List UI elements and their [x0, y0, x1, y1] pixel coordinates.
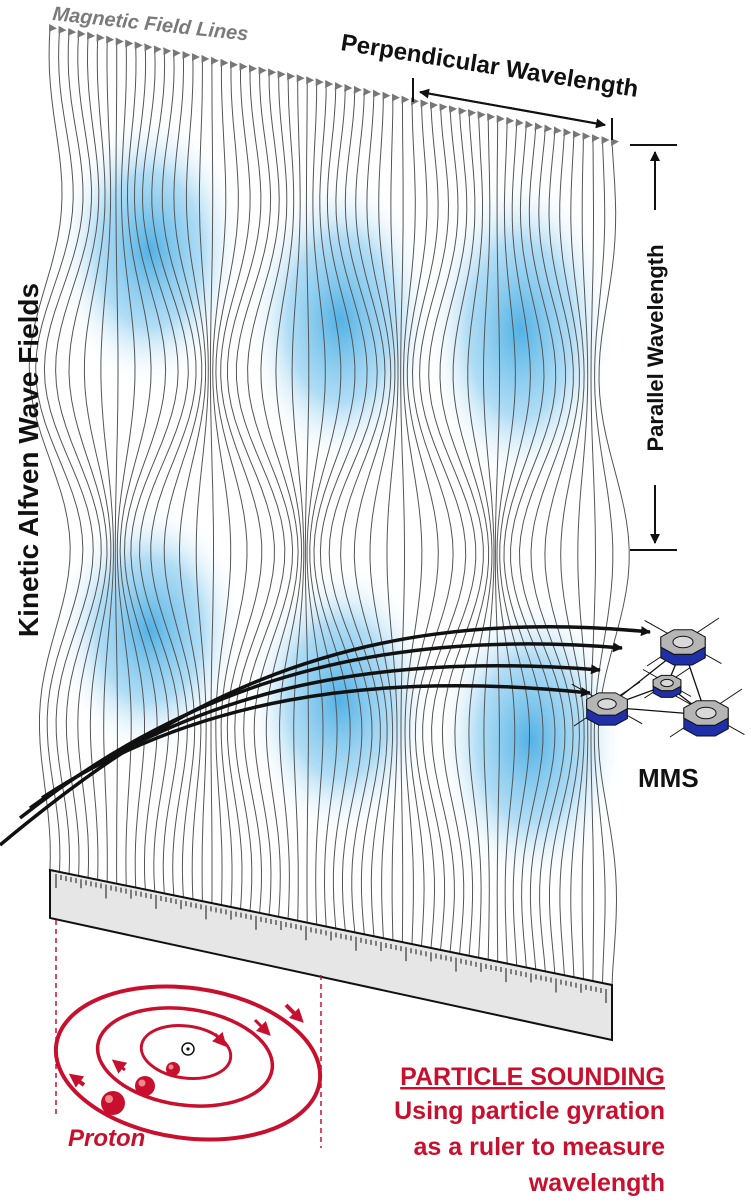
- field-line: [130, 45, 179, 892]
- field-line: [226, 64, 275, 911]
- field-line: [483, 112, 496, 960]
- field-line: [150, 49, 197, 896]
- field-line: [439, 107, 484, 954]
- field-line: [467, 110, 493, 958]
- field-line: [119, 41, 152, 888]
- field-line: [35, 25, 84, 872]
- field-line: [309, 79, 342, 927]
- parallel-wavelength-label: Parallel Wavelength: [643, 244, 668, 451]
- field-line: [494, 114, 505, 962]
- field-line: [428, 105, 477, 952]
- field-line: [340, 87, 386, 935]
- field-line: [275, 72, 303, 919]
- field-line: [403, 97, 423, 945]
- mms-spacecraft: [667, 688, 745, 738]
- field-line: [593, 136, 614, 984]
- particle-sounding-title: PARTICLE SOUNDING: [400, 1063, 665, 1091]
- caption-line-1: Using particle gyration: [394, 1097, 665, 1125]
- field-line: [406, 99, 439, 947]
- field-line: [195, 54, 210, 902]
- field-line: [499, 118, 531, 966]
- field-line: [510, 122, 557, 970]
- field-line: [123, 43, 167, 890]
- field-line: [100, 35, 115, 882]
- field-line: [163, 51, 203, 898]
- field-line: [212, 58, 232, 906]
- field-line: [590, 134, 600, 982]
- field-line: [260, 70, 299, 917]
- field-line: [386, 93, 400, 941]
- field-line: [43, 27, 94, 874]
- perpendicular-wavelength-label: Perpendicular Wavelength: [339, 29, 640, 103]
- field-line: [114, 37, 124, 884]
- field-line: [178, 53, 207, 900]
- mms-spacecraft: [642, 667, 692, 699]
- field-line: [353, 89, 392, 937]
- field-line: [597, 138, 630, 986]
- field-line: [328, 85, 378, 933]
- field-line: [577, 132, 591, 980]
- field-line: [215, 60, 248, 908]
- mms-label: MMS: [638, 763, 699, 793]
- field-line: [55, 29, 102, 876]
- field-line: [496, 116, 516, 964]
- field-line: [291, 74, 305, 921]
- field-line: [452, 109, 490, 956]
- mms-spacecraft-formation: [571, 617, 745, 738]
- kinetic-alfven-wave-fields-label: Kinetic Alfven Wave Fields: [13, 283, 44, 637]
- field-line: [411, 101, 454, 949]
- field-line: [319, 83, 368, 931]
- field-line: [83, 33, 112, 880]
- ruler-ticks: [55, 874, 607, 1003]
- field-line: [209, 56, 219, 904]
- guiding-center-symbol: [181, 1042, 195, 1056]
- field-line: [419, 103, 467, 950]
- field-line: [400, 95, 410, 943]
- particle-trajectories: [0, 625, 651, 847]
- field-line: [235, 66, 286, 913]
- parallel-wavelength-marker: [630, 144, 677, 551]
- field-line: [306, 78, 326, 925]
- field-line: [503, 120, 545, 968]
- field-line: [68, 31, 108, 878]
- proton-gyration-orbits: [53, 984, 323, 1142]
- field-line: [530, 126, 574, 974]
- field-line: [369, 91, 396, 939]
- ruler: [49, 868, 613, 1042]
- magnetic-field-lines: [28, 23, 630, 986]
- field-line: [544, 128, 580, 976]
- field-line: [28, 23, 71, 871]
- field-line: [220, 62, 263, 910]
- caption-line-2: as a ruler to measure: [413, 1133, 665, 1161]
- mms-spacecraft: [571, 681, 643, 727]
- proton-particles: [101, 1062, 180, 1115]
- caption-line-3: wavelength: [528, 1169, 665, 1197]
- field-line: [560, 130, 585, 978]
- field-line: [313, 81, 356, 929]
- mms-spacecraft: [644, 617, 722, 667]
- field-line: [247, 68, 294, 915]
- proton-label: Proton: [68, 1125, 145, 1152]
- field-line: [139, 47, 189, 894]
- field-line: [304, 76, 315, 923]
- field-line: [518, 124, 567, 972]
- particle-sounding-caption: PARTICLE SOUNDING Using particle gyratio…: [394, 1063, 665, 1197]
- perpendicular-wavelength-marker: [412, 78, 613, 140]
- magnetic-field-lines-label: Magnetic Field Lines: [51, 3, 249, 45]
